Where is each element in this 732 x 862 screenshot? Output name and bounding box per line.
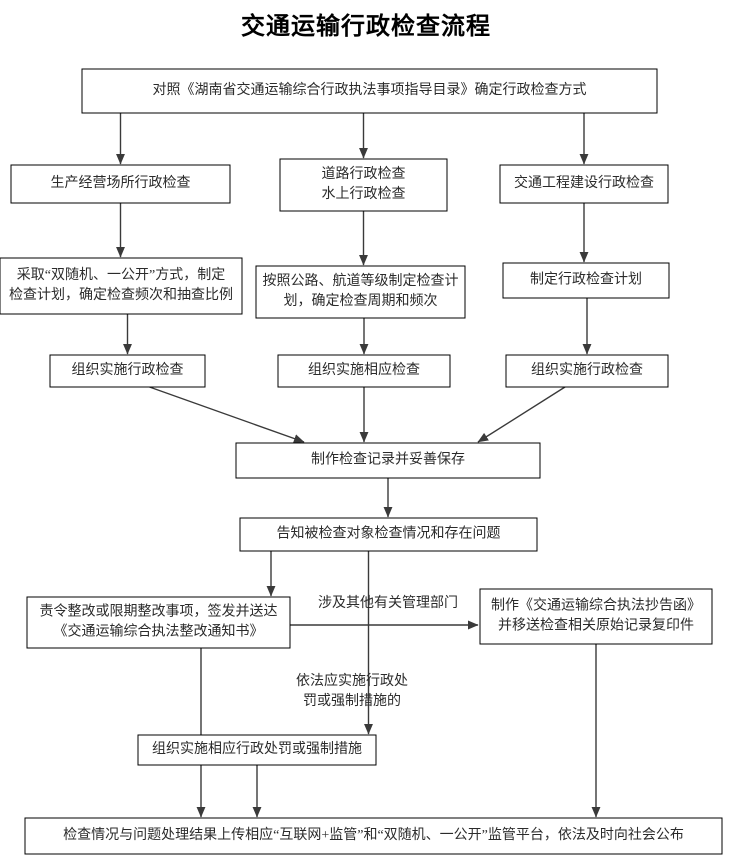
node-label-n2b: 水上行政检查	[322, 186, 406, 202]
node-box-n8	[479, 588, 713, 645]
flow-node-n4c[interactable]: 组织实施行政检查	[505, 354, 669, 388]
node-label-n1: 对照《湖南省交通运输综合行政执法事项指导目录》确定行政检查方式	[153, 81, 587, 98]
flow-node-n10[interactable]: 检查情况与问题处理结果上传相应“互联网+监管”和“双随机、一公开”监管平台，依法…	[24, 817, 723, 855]
node-label-n6: 告知被检查对象检查情况和存在问题	[277, 525, 501, 542]
node-box-n1	[81, 68, 658, 114]
node-box-n2b	[279, 158, 448, 212]
node-label-n2b: 道路行政检查	[322, 166, 406, 182]
node-box-n10	[24, 817, 723, 855]
node-box-n3b	[255, 265, 466, 319]
page-title: 交通运输行政检查流程	[241, 14, 491, 40]
node-box-n3c	[502, 262, 670, 299]
node-label-n7: 责令整改或限期整改事项，签发并送达	[40, 603, 278, 620]
node-box-n6	[239, 517, 538, 552]
node-label-n3a: 检查计划，确定检查频次和抽查比例	[9, 287, 233, 303]
node-label-n3c: 制定行政检查计划	[530, 272, 642, 288]
node-box-n7	[26, 596, 291, 649]
flow-node-n1[interactable]: 对照《湖南省交通运输综合行政执法事项指导目录》确定行政检查方式	[81, 68, 658, 114]
node-box-n9	[137, 734, 377, 766]
flow-node-n2a[interactable]: 生产经营场所行政检查	[10, 164, 231, 204]
flow-node-n9[interactable]: 组织实施相应行政处罚或强制措施	[137, 734, 377, 766]
node-box-n2c	[499, 164, 669, 204]
edge-n4a-n5	[149, 386, 305, 443]
node-label-n2c: 交通工程建设行政检查	[514, 174, 654, 191]
flow-node-n5[interactable]: 制作检查记录并妥善保存	[235, 442, 541, 479]
node-label-n10: 检查情况与问题处理结果上传相应“互联网+监管”和“双随机、一公开”监管平台，依法…	[63, 826, 684, 843]
node-box-n4c	[505, 354, 669, 388]
node-box-n5	[235, 442, 541, 479]
edge-n4c-n5	[477, 386, 566, 443]
flow-node-n3c[interactable]: 制定行政检查计划	[502, 262, 670, 299]
node-label-n3b: 划，确定检查周期和频次	[284, 293, 438, 309]
flow-node-n4a[interactable]: 组织实施行政检查	[49, 354, 206, 388]
node-label-n5: 制作检查记录并妥善保存	[311, 452, 465, 468]
node-label-n2a: 生产经营场所行政检查	[51, 175, 191, 191]
edge-label-e_other: 涉及其他有关管理部门	[318, 595, 458, 611]
node-label-n8: 并移送检查相关原始记录复印件	[498, 617, 694, 634]
edge-label-text-e_other: 涉及其他有关管理部门	[318, 595, 458, 611]
flow-node-n8[interactable]: 制作《交通运输综合执法抄告函》并移送检查相关原始记录复印件	[479, 588, 713, 645]
nodes-layer: 对照《湖南省交通运输综合行政执法事项指导目录》确定行政检查方式生产经营场所行政检…	[0, 68, 723, 855]
flow-node-n7[interactable]: 责令整改或限期整改事项，签发并送达《交通运输综合执法整改通知书》	[26, 596, 291, 649]
node-label-n4b: 组织实施相应检查	[308, 361, 420, 378]
edges-layer	[116, 113, 601, 818]
node-label-n3b: 按照公路、航道等级制定检查计	[263, 272, 459, 289]
node-label-n4c: 组织实施行政检查	[531, 362, 643, 378]
node-label-n8: 制作《交通运输综合执法抄告函》	[491, 597, 701, 614]
edge-label-text-e_penalty: 罚或强制措施的	[303, 693, 401, 709]
node-label-n7: 《交通运输综合执法整改通知书》	[54, 623, 264, 640]
node-box-n3a	[0, 257, 243, 315]
node-label-n3a: 采取“双随机、一公开”方式，制定	[17, 267, 225, 283]
node-box-n2a	[10, 164, 231, 204]
node-box-n4b	[277, 354, 451, 388]
edge-label-text-e_penalty: 依法应实施行政处	[296, 672, 408, 689]
node-label-n4a: 组织实施行政检查	[72, 362, 184, 378]
flow-node-n6[interactable]: 告知被检查对象检查情况和存在问题	[239, 517, 538, 552]
node-label-n9: 组织实施相应行政处罚或强制措施	[152, 740, 362, 757]
flow-node-n2c[interactable]: 交通工程建设行政检查	[499, 164, 669, 204]
flow-node-n4b[interactable]: 组织实施相应检查	[277, 354, 451, 388]
node-box-n4a	[49, 354, 206, 388]
